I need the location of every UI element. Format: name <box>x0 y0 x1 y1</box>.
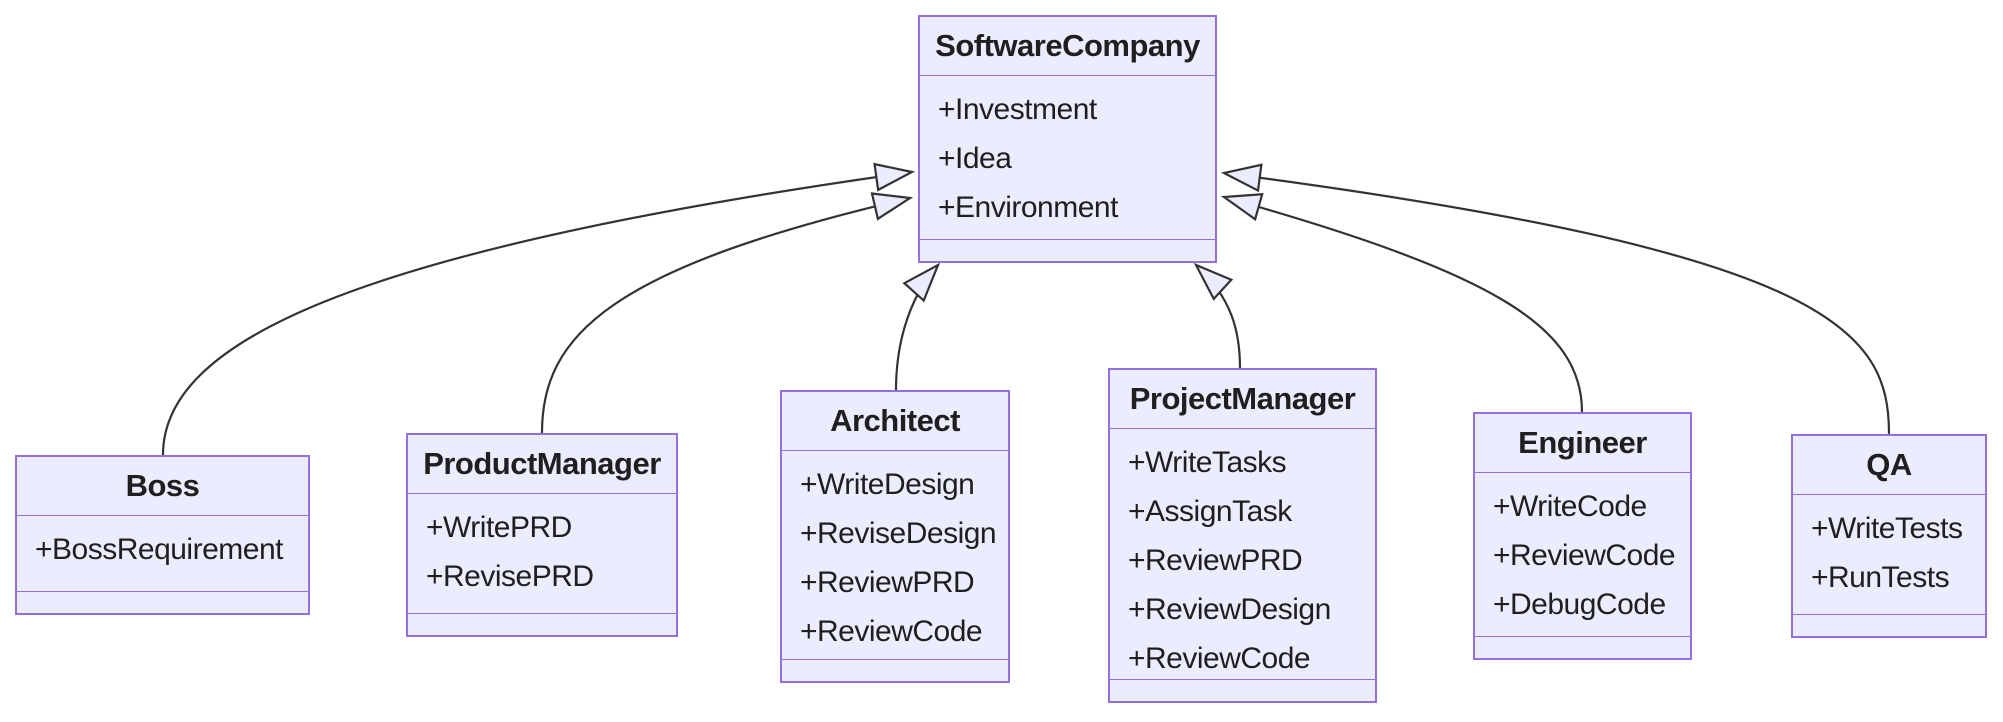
class-attribute: +ReviewPRD <box>1128 544 1303 577</box>
class-attribute: +AssignTask <box>1128 495 1292 528</box>
class-name: ProductManager <box>408 435 676 494</box>
class-attribute: +WritePRD <box>426 511 572 544</box>
class-attributes: +Investment +Idea +Environment <box>920 76 1215 239</box>
inheritance-arrow-architect-to-softwarecompany <box>894 262 941 391</box>
class-attribute: +ReviewPRD <box>800 566 975 599</box>
class-box-qa: QA +WriteTests +RunTests <box>1791 434 1987 638</box>
class-attribute: +DebugCode <box>1493 588 1666 621</box>
class-name: ProjectManager <box>1110 370 1375 429</box>
class-methods-empty <box>408 613 676 635</box>
class-attributes: +WriteTasks +AssignTask +ReviewPRD +Revi… <box>1110 429 1375 679</box>
class-attributes: +WriteCode +ReviewCode +DebugCode <box>1475 473 1690 636</box>
class-attributes: +WritePRD +RevisePRD <box>408 494 676 613</box>
class-name: SoftwareCompany <box>920 17 1215 76</box>
inheritance-arrow-projectmanager-to-softwarecompany <box>1193 262 1242 369</box>
class-methods-empty <box>1110 679 1375 701</box>
class-box-engineer: Engineer +WriteCode +ReviewCode +DebugCo… <box>1473 412 1692 660</box>
class-box-softwarecompany: SoftwareCompany +Investment +Idea +Envir… <box>918 15 1217 263</box>
class-attribute: +BossRequirement <box>35 533 283 566</box>
class-attribute: +RevisePRD <box>426 560 594 593</box>
class-name: Boss <box>17 457 308 516</box>
class-methods-empty <box>782 659 1008 681</box>
class-attribute: +ReviewCode <box>1493 539 1676 572</box>
class-attribute: +WriteTasks <box>1128 446 1287 479</box>
class-box-architect: Architect +WriteDesign +ReviseDesign +Re… <box>780 390 1010 683</box>
class-attribute: +ReviewCode <box>800 615 983 648</box>
class-attribute: +RunTests <box>1811 561 1950 594</box>
class-attribute: +Investment <box>938 93 1097 126</box>
class-attribute: +ReviseDesign <box>800 517 997 550</box>
class-name: Engineer <box>1475 414 1690 473</box>
class-attributes: +WriteDesign +ReviseDesign +ReviewPRD +R… <box>782 451 1008 659</box>
class-attribute: +WriteTests <box>1811 512 1963 545</box>
class-attribute: +WriteCode <box>1493 490 1647 523</box>
class-methods-empty <box>920 239 1215 261</box>
class-methods-empty <box>1475 636 1690 658</box>
class-name: Architect <box>782 392 1008 451</box>
class-attribute: +Environment <box>938 191 1118 224</box>
class-attributes: +WriteTests +RunTests <box>1793 495 1985 614</box>
class-attribute: +WriteDesign <box>800 468 975 501</box>
class-name: QA <box>1793 436 1985 495</box>
class-attributes: +BossRequirement <box>17 516 308 591</box>
class-attribute: +ReviewCode <box>1128 642 1311 675</box>
class-attribute: +ReviewDesign <box>1128 593 1331 626</box>
class-box-projectmanager: ProjectManager +WriteTasks +AssignTask +… <box>1108 368 1377 703</box>
class-methods-empty <box>17 591 308 613</box>
class-methods-empty <box>1793 614 1985 636</box>
class-box-boss: Boss +BossRequirement <box>15 455 310 615</box>
class-attribute: +Idea <box>938 142 1012 175</box>
class-box-productmanager: ProductManager +WritePRD +RevisePRD <box>406 433 678 637</box>
